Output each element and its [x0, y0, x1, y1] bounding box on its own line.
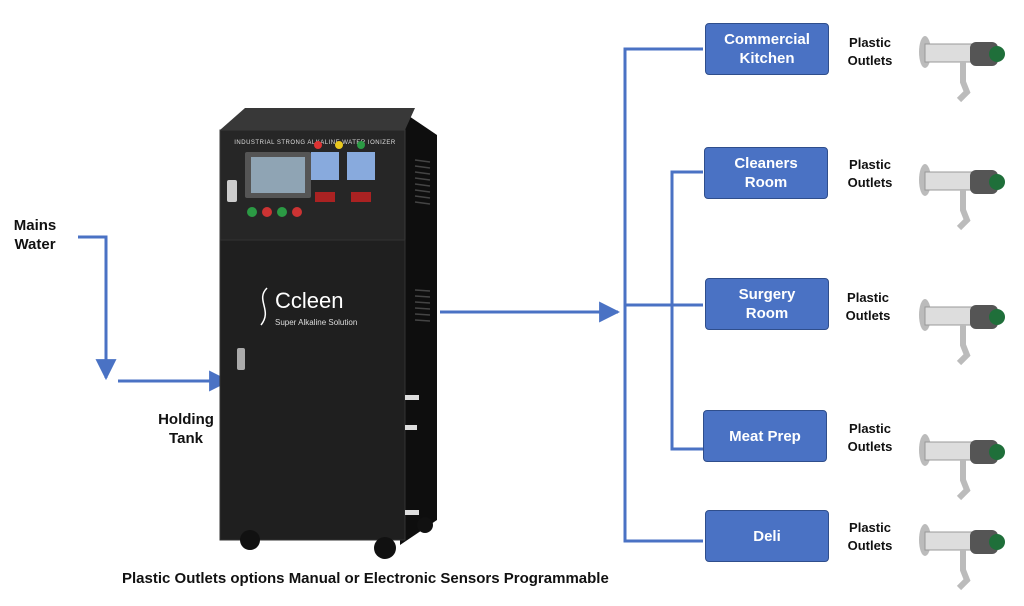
- water-ionizer-machine: INDUSTRIAL STRONG ALKALINE WATER IONIZER…: [219, 108, 437, 559]
- destination-cleaners-room: Cleaners Room: [704, 147, 828, 199]
- tap-icon: [919, 434, 1005, 501]
- brand-name: Ccleen: [275, 288, 343, 313]
- holding-tank-label: Holding Tank: [158, 411, 214, 447]
- tap-icon: [919, 36, 1005, 103]
- outlet-label-5: Plastic Outlets: [847, 520, 893, 553]
- footer-caption: Plastic Outlets options Manual or Electr…: [122, 570, 609, 587]
- outlet-label-3: Plastic Outlets: [845, 290, 891, 323]
- tap-icon: [919, 299, 1005, 366]
- tap-icon: [919, 524, 1005, 591]
- mains-water-label: Mains Water: [13, 217, 57, 253]
- destination-commercial-kitchen: Commercial Kitchen: [705, 23, 829, 75]
- trunk-outer: [623, 47, 703, 543]
- tap-icon: [919, 164, 1005, 231]
- outlet-label-1: Plastic Outlets: [847, 35, 893, 68]
- outlet-label-4: Plastic Outlets: [847, 421, 893, 454]
- mains-line: [78, 235, 117, 381]
- trunk-inner: [670, 170, 703, 451]
- brand-tagline: Super Alkaline Solution: [275, 318, 357, 327]
- destination-surgery-room: Surgery Room: [705, 278, 829, 330]
- outlet-label-2: Plastic Outlets: [847, 157, 893, 190]
- destination-meat-prep: Meat Prep: [703, 410, 827, 462]
- destination-deli: Deli: [705, 510, 829, 562]
